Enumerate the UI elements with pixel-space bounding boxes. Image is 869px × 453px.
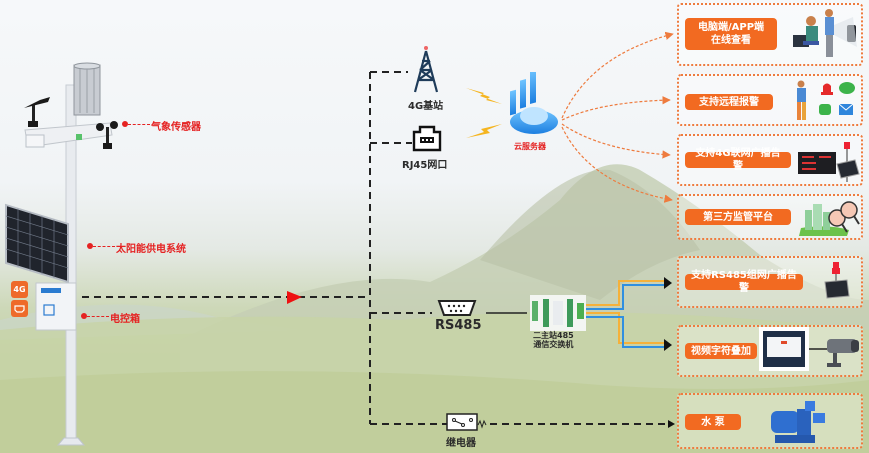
switch-label: 二主站485 通信交换机 — [533, 331, 574, 349]
control-box-leader — [87, 316, 109, 317]
feature-label: 支持4G联网广播告警 — [695, 148, 781, 172]
sensor-leader — [128, 124, 150, 125]
led-display-solar-icon — [798, 142, 860, 182]
feature-label: 支持远程报警 — [699, 96, 759, 108]
rj45-label: RJ45网口 — [402, 160, 448, 171]
feature-button-video-overlay[interactable]: 视频字符叠加 — [685, 343, 757, 359]
4g-badge: 4G — [11, 281, 28, 298]
switch-label-line1: 二主站485 — [533, 331, 574, 340]
relay-label: 继电器 — [446, 438, 476, 449]
rj45-port-icon — [412, 125, 442, 152]
rs485-label: RS485 — [435, 318, 482, 333]
cloud-server-label: 云服务器 — [514, 142, 546, 151]
feature-label-line1: 电脑端/APP端 — [697, 22, 765, 33]
overlay-box-camera-icon — [759, 327, 859, 371]
solar-marker — [87, 243, 93, 249]
switch-label-line2: 通信交换机 — [533, 340, 574, 349]
control-box-label: 电控箱 — [110, 314, 140, 325]
feature-label: 视频字符叠加 — [691, 345, 751, 357]
weather-sensor-label: 气象传感器 — [151, 122, 201, 133]
ethernet-badge-icon — [11, 300, 28, 317]
feature-button-third-party-platform[interactable]: 第三方监管平台 — [685, 209, 791, 225]
feature-card-remote-alarm: 支持远程报警 — [677, 74, 863, 126]
cloud-server-icon — [510, 72, 558, 134]
cell-tower-icon — [413, 46, 439, 93]
feature-label: 水 泵 — [701, 416, 725, 428]
feature-button-remote-alarm[interactable]: 支持远程报警 — [685, 94, 773, 110]
people-devices-icon — [793, 9, 857, 57]
alarm-wechat-sms-mail-icon — [797, 80, 855, 120]
direction-arrow — [287, 291, 302, 304]
feature-label-line2: 在线查看 — [711, 35, 751, 46]
tower-label: 4G基站 — [408, 101, 444, 112]
db9-connector-icon — [437, 300, 477, 316]
feature-card-4g-broadcast: 支持4G联网广播告警 — [677, 134, 863, 186]
feature-button-rs485-broadcast[interactable]: 支持RS485组网广播告警 — [685, 270, 803, 294]
sensor-marker — [122, 121, 128, 127]
weather-station-icon — [5, 62, 118, 446]
feature-card-video-overlay: 视频字符叠加 — [677, 325, 863, 377]
feature-card-online-view: 电脑端/APP端 在线查看 — [677, 3, 863, 66]
city-magnifier-icon — [799, 201, 860, 236]
feature-label: 支持RS485组网广播告警 — [691, 270, 797, 294]
feature-card-rs485-broadcast: 支持RS485组网广播告警 — [677, 256, 863, 308]
solar-alarm-icon — [824, 262, 850, 299]
solar-leader — [93, 246, 115, 247]
water-pump-icon — [771, 401, 825, 443]
relay-icon — [446, 413, 487, 431]
control-box-marker — [81, 313, 87, 319]
rs485-switch-module-icon — [530, 295, 586, 331]
solar-power-label: 太阳能供电系统 — [116, 244, 186, 255]
feature-card-water-pump: 水 泵 — [677, 393, 863, 449]
lightning-icon — [466, 88, 502, 104]
feature-button-online-view[interactable]: 电脑端/APP端 在线查看 — [685, 18, 777, 50]
feature-button-water-pump[interactable]: 水 泵 — [685, 414, 741, 430]
feature-card-third-party-platform: 第三方监管平台 — [677, 194, 863, 240]
feature-button-4g-broadcast[interactable]: 支持4G联网广播告警 — [685, 148, 791, 172]
lightning-icon — [466, 124, 502, 138]
feature-label: 第三方监管平台 — [703, 211, 773, 223]
